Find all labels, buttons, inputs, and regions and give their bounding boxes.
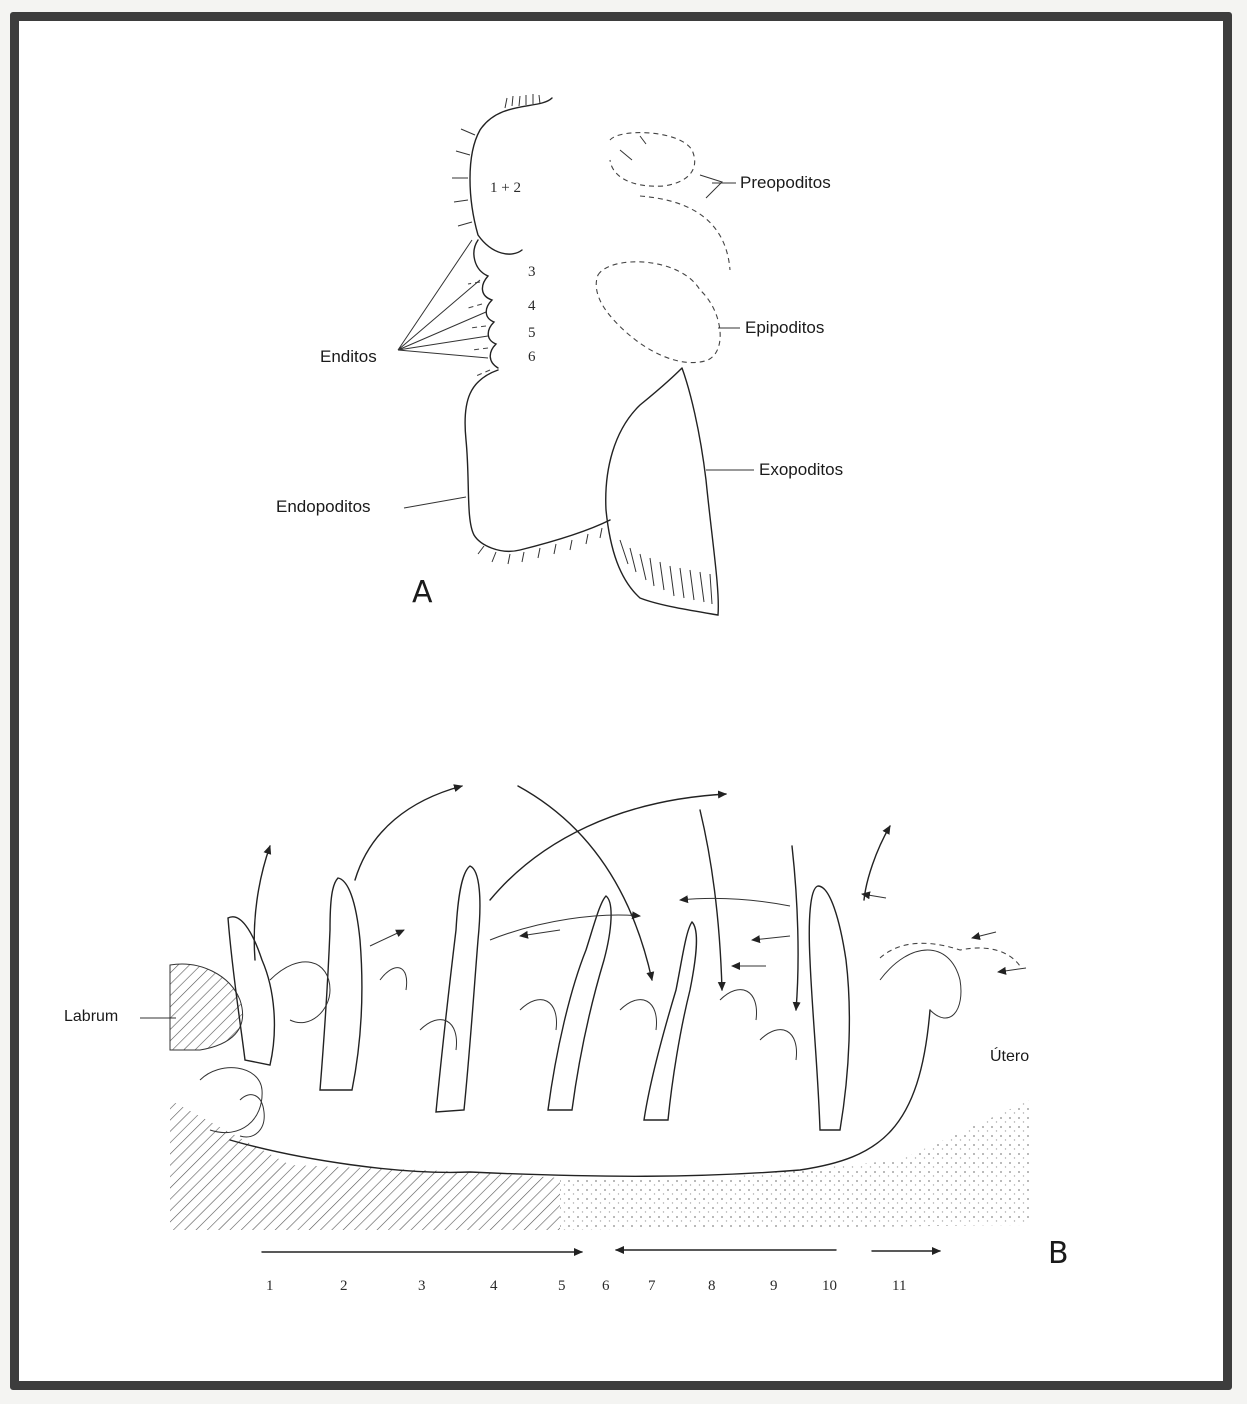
segment-number: 11 bbox=[892, 1278, 906, 1295]
figure-a-appendage bbox=[398, 94, 730, 615]
endite-number-4: 4 bbox=[528, 298, 536, 315]
segment-number: 3 bbox=[418, 1278, 426, 1295]
label-epipoditos: Epipoditos bbox=[745, 318, 824, 338]
segment-number: 4 bbox=[490, 1278, 498, 1295]
segment-number: 1 bbox=[266, 1278, 274, 1295]
segment-number: 2 bbox=[340, 1278, 348, 1295]
endite-number-6: 6 bbox=[528, 349, 536, 366]
label-labrum: Labrum bbox=[64, 1008, 118, 1026]
endite-number-1-2: 1 + 2 bbox=[490, 180, 521, 197]
label-utero: Útero bbox=[990, 1048, 1029, 1066]
endite-number-5: 5 bbox=[528, 325, 536, 342]
segment-number: 10 bbox=[822, 1278, 837, 1295]
figure-letter-b: B bbox=[1048, 1236, 1069, 1271]
segment-number: 5 bbox=[558, 1278, 566, 1295]
figure-letter-a: A bbox=[412, 575, 433, 610]
label-exopoditos: Exopoditos bbox=[759, 460, 843, 480]
label-endopoditos: Endopoditos bbox=[276, 497, 371, 517]
label-preopoditos: Preopoditos bbox=[740, 173, 831, 193]
label-enditos: Enditos bbox=[320, 347, 377, 367]
segment-number: 8 bbox=[708, 1278, 716, 1295]
figure-b-limb-series bbox=[140, 786, 1030, 1252]
segment-number: 7 bbox=[648, 1278, 656, 1295]
segment-number: 9 bbox=[770, 1278, 778, 1295]
segment-number: 6 bbox=[602, 1278, 610, 1295]
endite-number-3: 3 bbox=[528, 264, 536, 281]
